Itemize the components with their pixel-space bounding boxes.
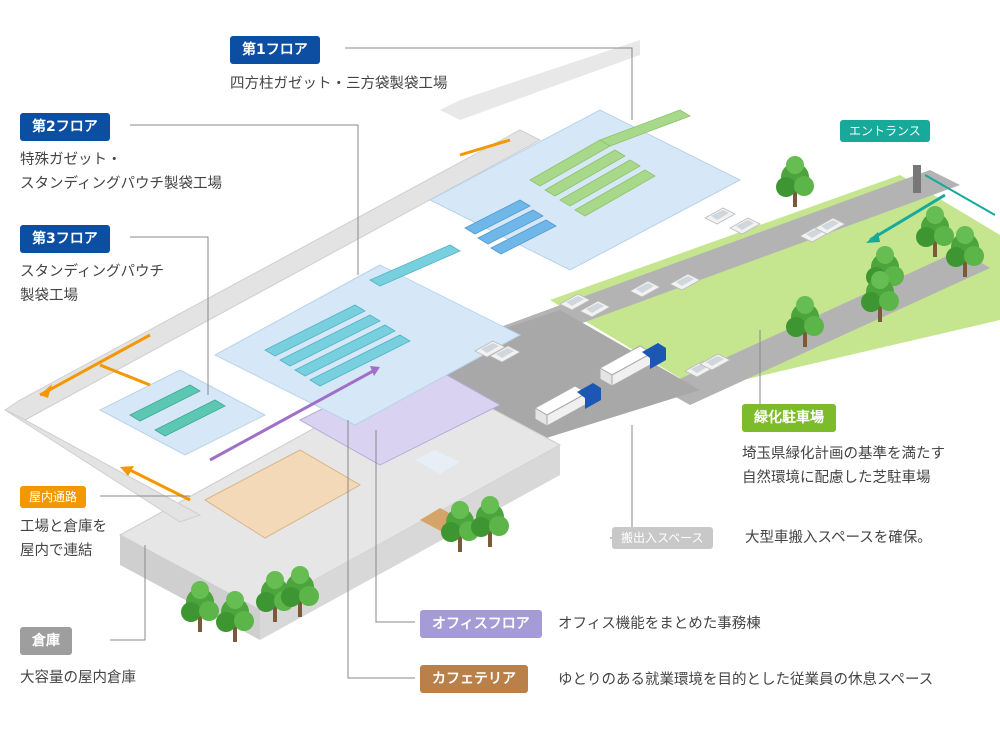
office-tag: オフィスフロア [420,610,542,638]
cafeteria-desc: ゆとりのある就業環境を目的とした従業員の休息スペース [558,672,934,688]
entrance-tag: エントランス [840,120,930,142]
parking-desc-line1: 埼玉県緑化計画の基準を満たす [742,446,945,462]
cafeteria-tag: カフェテリア [420,665,528,693]
parking-tag: 緑化駐車場 [742,404,836,432]
floor-2-desc: 特殊ガゼット・ スタンディングパウチ製袋工場 [20,148,222,196]
parking-desc-line2: 自然環境に配慮した芝駐車場 [742,470,931,486]
floor-3-tag: 第3フロア [20,225,110,253]
floor-3-desc-line2: 製袋工場 [20,288,78,304]
floor-2-desc-line1: 特殊ガゼット・ [20,152,122,168]
passage-tag: 屋内通路 [20,486,87,508]
warehouse-tag: 倉庫 [20,627,72,655]
passage-desc-line1: 工場と倉庫を [20,519,107,535]
passage-desc: 工場と倉庫を 屋内で連結 [20,515,107,563]
warehouse-desc: 大容量の屋内倉庫 [20,670,136,686]
floor-3-plate [98,369,267,456]
floor-2-desc-line2: スタンディングパウチ製袋工場 [20,176,222,192]
floor-1-tag: 第1フロア [230,36,320,64]
floor-2-tag: 第2フロア [20,113,110,141]
parking-desc: 埼玉県緑化計画の基準を満たす 自然環境に配慮した芝駐車場 [742,442,945,490]
floor-3-desc: スタンディングパウチ 製袋工場 [20,260,164,308]
cafeteria-area [204,449,362,539]
floor-3-desc-line1: スタンディングパウチ [20,264,164,280]
office-desc: オフィス機能をまとめた事務棟 [558,616,761,632]
loading-tag: 搬出入スペース [612,527,713,549]
passage-desc-line2: 屋内で連結 [20,543,93,559]
loading-desc: 大型車搬入スペースを確保。 [745,530,932,546]
floor-1-desc: 四方柱ガゼット・三方袋製袋工場 [230,76,448,92]
